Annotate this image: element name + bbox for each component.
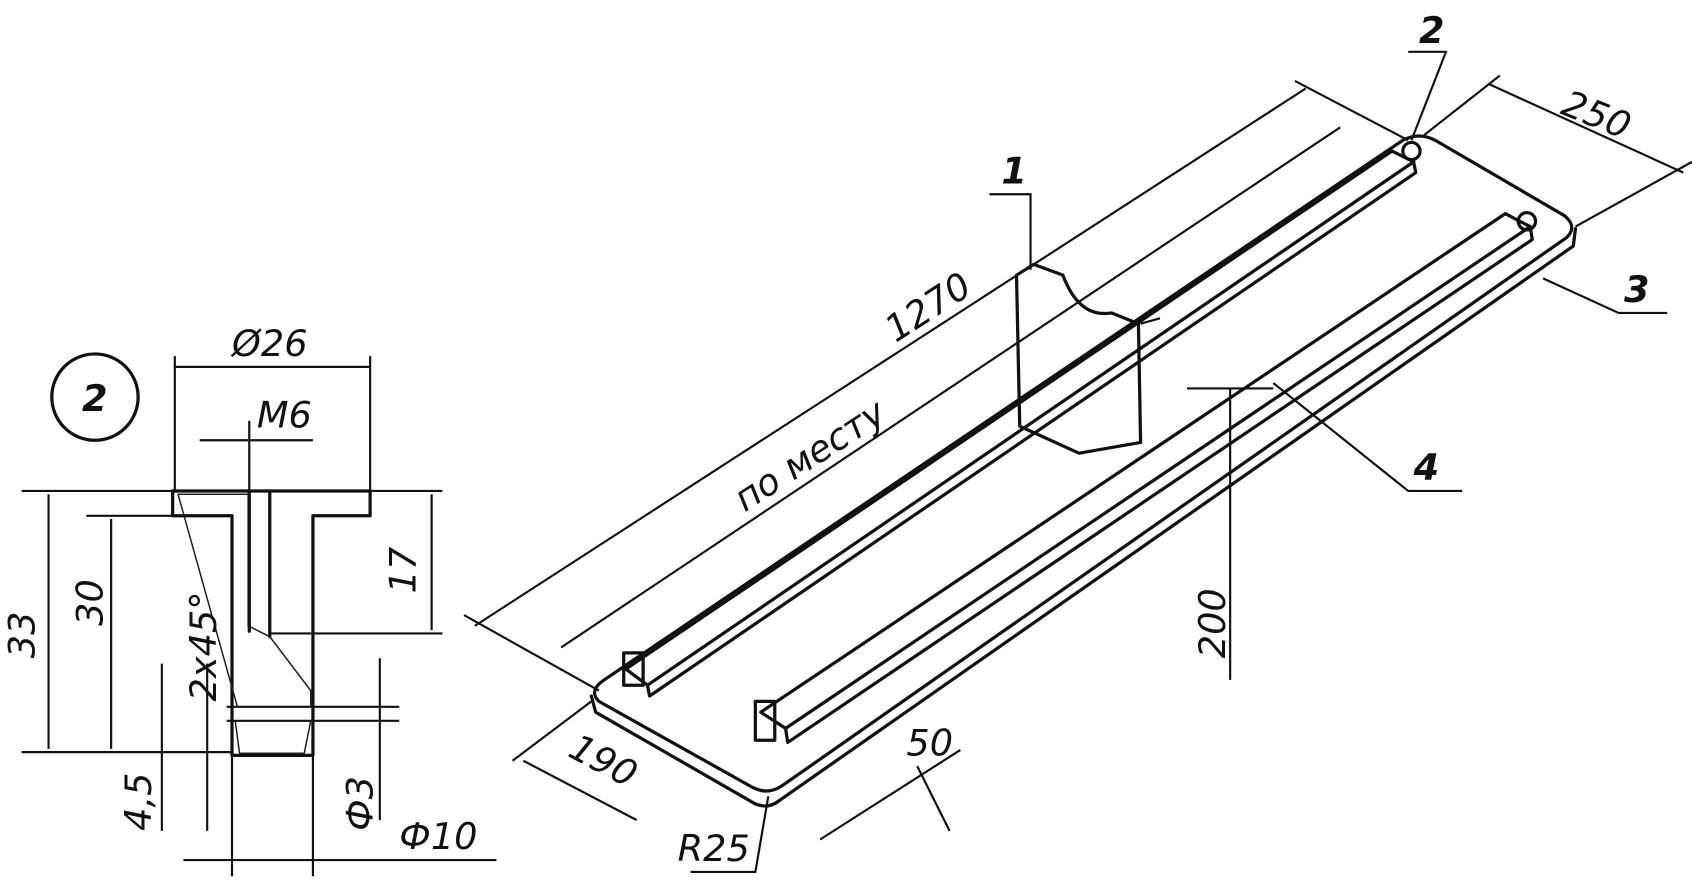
part-4-label: 4 <box>1413 446 1440 489</box>
dim-height: 200 <box>1191 588 1234 658</box>
dim-shank-diameter: Ф10 <box>399 815 477 858</box>
dim-shank-height: 30 <box>69 579 112 626</box>
dim-thread: M6 <box>257 393 312 436</box>
part-2-label: 2 <box>1419 9 1445 52</box>
callout-circle <box>50 352 140 442</box>
dim-groove: 4,5 <box>117 773 160 831</box>
dim-length: 1270 <box>877 264 979 351</box>
part-1-label: 1 <box>1001 149 1027 192</box>
base-plate <box>592 134 1574 793</box>
dim-thread-length: 17 <box>381 547 424 594</box>
detail-pin-section: 2 Ø26 M6 33 30 17 2x45° 4,5 Ф3 <box>1 322 497 877</box>
dim-width: 250 <box>1556 82 1637 148</box>
part-1-support-block <box>1014 262 1143 455</box>
dim-head-diameter: Ø26 <box>230 322 308 365</box>
dim-hole-diameter: Ф3 <box>338 776 381 831</box>
part-3-label: 3 <box>1624 268 1650 311</box>
dim-radius: R25 <box>678 827 750 870</box>
dim-total-height: 33 <box>1 612 44 659</box>
dim-rail-width: 50 <box>906 721 953 764</box>
dim-base-width: 190 <box>562 725 644 796</box>
assembly-view: 1 2 3 4 1270 по месту 250 200 190 50 R25 <box>463 9 1692 873</box>
callout-label: 2 <box>82 377 108 420</box>
dim-chamfer: 2x45° <box>182 591 225 701</box>
